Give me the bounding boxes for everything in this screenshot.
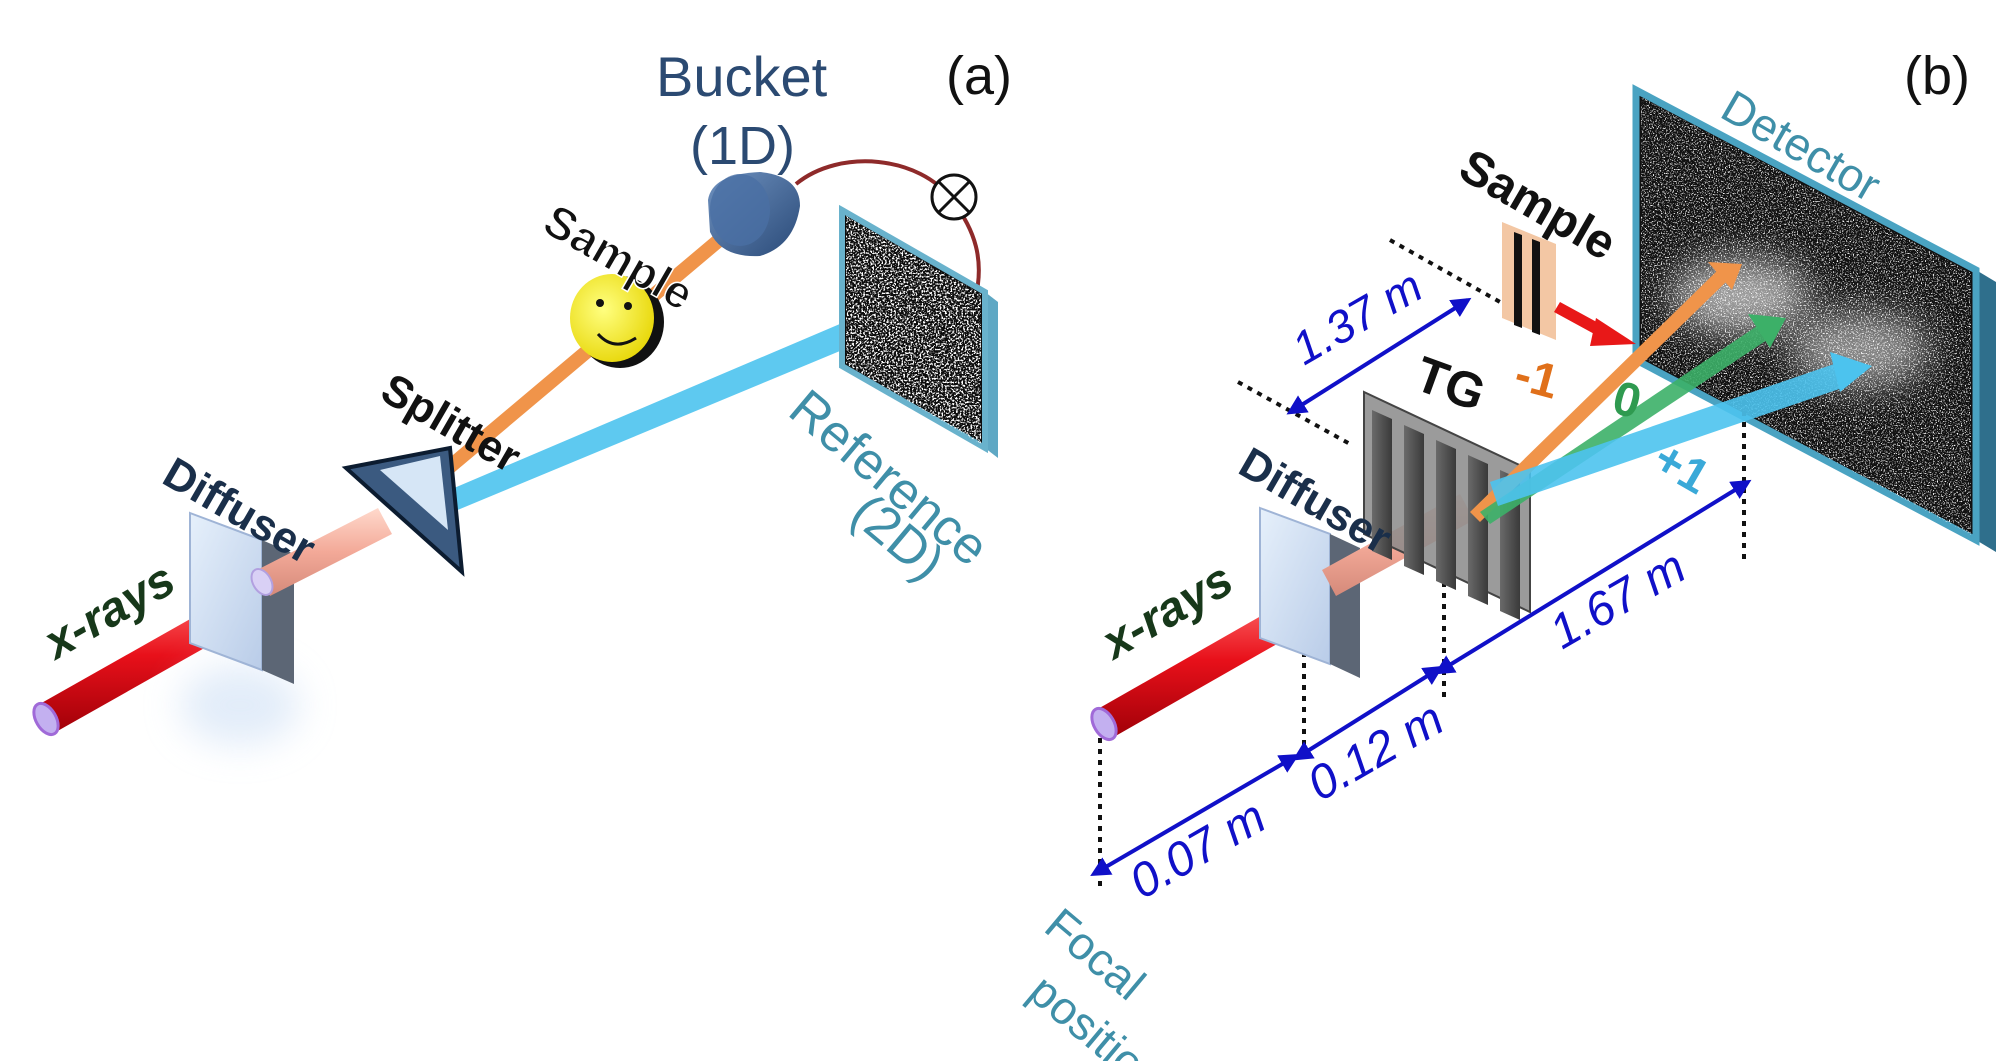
beam-order-minus1 bbox=[1470, 268, 1730, 522]
reference-beam-a bbox=[440, 312, 876, 514]
dist-sample-tg-label: 1.37 m bbox=[1283, 259, 1431, 374]
panel-a-tag: (a) bbox=[946, 46, 1012, 106]
panel-b: (b) Detector Sample TG Diffuser x-rays -… bbox=[1020, 46, 1996, 1061]
bucket-sub-label: (1D) bbox=[690, 116, 795, 176]
multiply-symbol-icon bbox=[930, 173, 978, 221]
xray-tube-b bbox=[1090, 596, 1312, 742]
sample-beam-b bbox=[1554, 302, 1604, 336]
diffuser-a bbox=[180, 511, 300, 745]
beam-order-plus1 bbox=[1490, 362, 1848, 506]
dimension-arrows bbox=[1090, 297, 1752, 877]
dist-tg-detector-label: 1.67 m bbox=[1541, 540, 1695, 659]
bucket-label: Bucket bbox=[656, 45, 828, 108]
tg-label: TG bbox=[1408, 346, 1492, 422]
sample-beam-a bbox=[428, 220, 742, 486]
beam-diffuser-to-splitter-a bbox=[257, 508, 392, 596]
splitter-prism-a bbox=[341, 445, 465, 577]
panel-b-tag: (b) bbox=[1904, 46, 1970, 106]
sample-smiley bbox=[570, 274, 664, 368]
panel-a: (a) Bucket (1D) Sample Splitter Diffuser… bbox=[32, 45, 1012, 745]
dist-focal-diffuser-label: 0.07 m bbox=[1121, 790, 1275, 909]
order-minus1-label: -1 bbox=[1509, 347, 1564, 409]
bucket-detector bbox=[708, 172, 800, 257]
sample-grating-b bbox=[1502, 222, 1556, 340]
